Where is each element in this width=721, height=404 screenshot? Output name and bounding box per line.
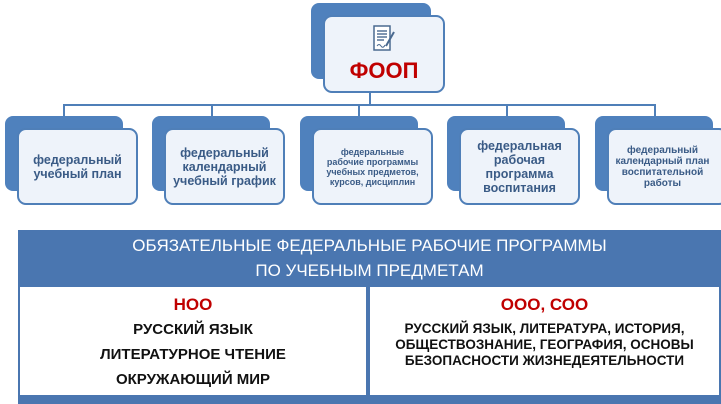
- table-cell-ooo-soo: ООО, СОО РУССКИЙ ЯЗЫК, ЛИТЕРАТУРА, ИСТОР…: [370, 287, 719, 395]
- child-box: федеральный учебный план: [17, 128, 138, 205]
- table-cell-noo: НОО РУССКИЙ ЯЗЫК ЛИТЕРАТУРНОЕ ЧТЕНИЕ ОКР…: [20, 287, 366, 395]
- connector: [654, 104, 656, 117]
- child-label: федеральный календарный план воспитатель…: [615, 144, 710, 189]
- root-box: ФООП: [323, 15, 445, 93]
- subject: РУССКИЙ ЯЗЫК: [133, 321, 253, 338]
- subjects: РУССКИЙ ЯЗЫК, ЛИТЕРАТУРА, ИСТОРИЯ, ОБЩЕС…: [395, 321, 694, 368]
- level-label: ООО, СОО: [500, 295, 589, 314]
- child-box: федеральная рабочая программа воспитания: [459, 128, 580, 205]
- header-line-2: ПО УЧЕБНЫМ ПРЕДМЕТАМ: [255, 261, 484, 280]
- child-label: федеральный календарный учебный график: [173, 145, 276, 188]
- subject: ОКРУЖАЮЩИЙ МИР: [115, 371, 271, 388]
- connector: [211, 104, 213, 117]
- child-label: федеральный учебный план: [33, 152, 122, 181]
- child-box: федеральный календарный план воспитатель…: [607, 128, 721, 205]
- connector: [369, 92, 371, 105]
- level-label: НОО: [173, 295, 213, 314]
- child-box: федеральные рабочие программы учебных пр…: [312, 128, 433, 205]
- connector: [506, 104, 508, 117]
- root-title: ФООП: [349, 58, 419, 83]
- child-label: федеральная рабочая программа воспитания: [477, 138, 562, 195]
- connector: [63, 104, 65, 117]
- connector: [358, 104, 360, 117]
- table-header: ОБЯЗАТЕЛЬНЫЕ ФЕДЕРАЛЬНЫЕ РАБОЧИЕ ПРОГРАМ…: [18, 230, 721, 286]
- child-label: федеральные рабочие программы учебных пр…: [326, 146, 419, 187]
- document-signature-icon: [373, 25, 395, 51]
- subject: ЛИТЕРАТУРНОЕ ЧТЕНИЕ: [100, 346, 286, 363]
- header-line-1: ОБЯЗАТЕЛЬНЫЕ ФЕДЕРАЛЬНЫЕ РАБОЧИЕ ПРОГРАМ…: [132, 236, 607, 255]
- child-box: федеральный календарный учебный график: [164, 128, 285, 205]
